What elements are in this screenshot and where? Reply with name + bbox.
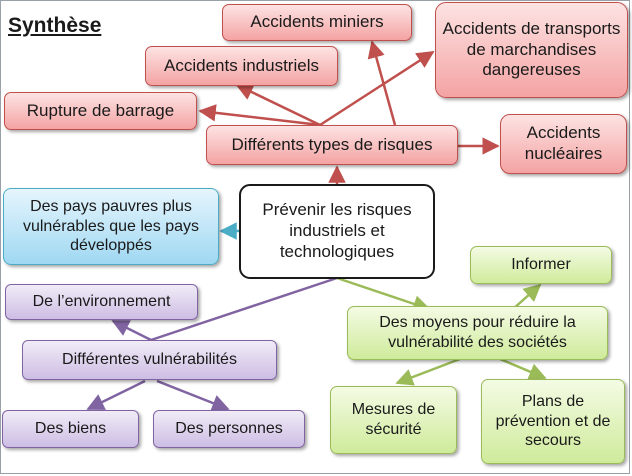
node-rupture-de-barrage: Rupture de barrage [4, 92, 197, 130]
node-des-biens: Des biens [2, 410, 139, 448]
arrow-moyens-to-plans [499, 357, 547, 380]
node-accidents-transport: Accidents de transports de marchandises … [435, 2, 628, 98]
node-center-prevenir: Prévenir les risques industriels et tech… [239, 184, 435, 279]
node-pays-pauvres: Des pays pauvres plus vulnérables que le… [3, 188, 219, 265]
arrow-vuln-to-personnes [156, 379, 230, 412]
arrow-vuln-to-environnement [111, 319, 152, 342]
node-accidents-nucleaires: Accidents nucléaires [500, 114, 627, 174]
node-des-personnes: Des personnes [153, 410, 305, 448]
node-plans-de-prevention: Plans de prévention et de secours [481, 379, 625, 464]
node-accidents-miniers: Accidents miniers [222, 4, 412, 41]
arrow-types-to-transport [319, 50, 435, 127]
arrow-center-to-moyens [336, 276, 431, 313]
arrow-moyens-to-informer [512, 283, 542, 310]
page-title: Synthèse [8, 14, 102, 37]
arrow-center-to-vulnerabilites [150, 276, 338, 342]
arrow-vuln-to-biens [86, 379, 146, 411]
node-differentes-vulnerabilites: Différentes vulnérabilités [22, 340, 277, 380]
node-des-moyens: Des moyens pour réduire la vulnérabilité… [347, 306, 608, 360]
node-accidents-industriels: Accidents industriels [145, 46, 338, 86]
arrow-types-to-barrage [198, 104, 321, 127]
arrow-moyens-to-mesures [395, 357, 461, 386]
node-types-de-risques: Différents types de risques [206, 125, 458, 165]
node-environnement: De l’environnement [5, 284, 198, 320]
arrow-types-to-industriels [235, 83, 321, 127]
node-informer: Informer [470, 246, 612, 284]
node-mesures-de-securite: Mesures de sécurité [330, 386, 457, 454]
